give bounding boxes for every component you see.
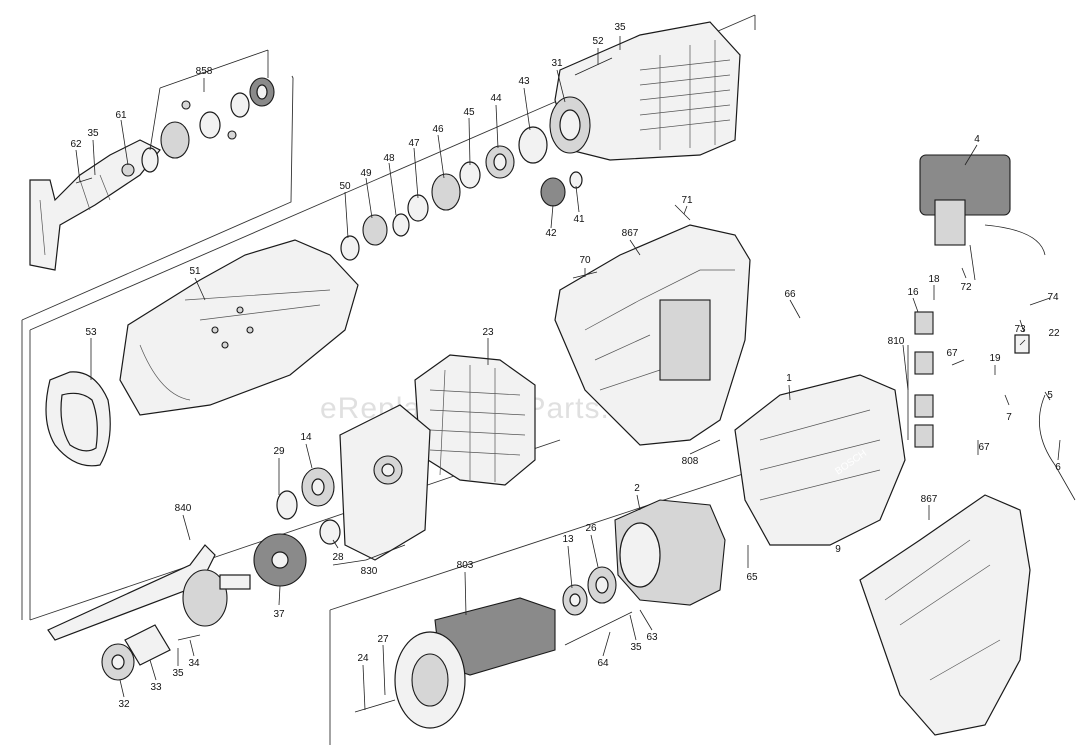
- part-31-gear-housing: [549, 21, 741, 161]
- label-1: 1: [786, 373, 792, 384]
- label-48: 48: [383, 153, 395, 164]
- label-61: 61: [115, 110, 127, 121]
- label-6: 6: [1055, 462, 1061, 473]
- part-803-armature: [354, 597, 556, 729]
- label-24: 24: [357, 653, 369, 664]
- part-867-handle: [859, 494, 1031, 736]
- part-number-labels: 858 61 62 35 52 35 31 43 44 45 46 47 48 …: [70, 22, 1061, 710]
- label-810: 810: [888, 336, 905, 347]
- label-4: 4: [974, 134, 980, 145]
- part-screws: [75, 57, 691, 646]
- label-2: 2: [634, 483, 640, 494]
- label-34: 34: [188, 658, 200, 669]
- label-35: 35: [87, 128, 99, 139]
- group-frames: [21, 14, 756, 745]
- label-44: 44: [490, 93, 502, 104]
- label-72: 72: [960, 282, 972, 293]
- label-867: 867: [921, 494, 938, 505]
- part-858-clamp-set: [141, 77, 275, 173]
- label-35: 35: [614, 22, 626, 33]
- label-858: 858: [196, 66, 213, 77]
- part-37-gear: [253, 533, 307, 587]
- label-32: 32: [118, 699, 130, 710]
- label-67: 67: [946, 348, 958, 359]
- label-29: 29: [273, 446, 285, 457]
- label-67: 67: [978, 442, 990, 453]
- part-brushes: [914, 311, 1076, 501]
- label-37: 37: [273, 609, 285, 620]
- part-23-fan: [414, 354, 536, 486]
- part-830-plate: [339, 404, 431, 561]
- leader-lines: [75, 36, 1061, 711]
- label-70: 70: [579, 255, 591, 266]
- label-66: 66: [784, 289, 796, 300]
- part-867-housing-top: [554, 224, 751, 446]
- label-53: 53: [85, 327, 97, 338]
- label-71: 71: [681, 195, 693, 206]
- label-18: 18: [928, 274, 940, 285]
- label-23: 23: [482, 327, 494, 338]
- label-47: 47: [408, 138, 420, 149]
- label-62: 62: [70, 139, 82, 150]
- label-52: 52: [592, 36, 604, 47]
- label-31: 31: [551, 58, 563, 69]
- label-5: 5: [1047, 390, 1053, 401]
- part-53-seal: [45, 371, 111, 467]
- label-26: 26: [585, 523, 597, 534]
- part-bearings: [101, 467, 617, 681]
- label-42: 42: [545, 228, 557, 239]
- part-1-motor-housing: BOSCH: [734, 374, 906, 546]
- label-64: 64: [597, 658, 609, 669]
- label-840: 840: [175, 503, 192, 514]
- label-63: 63: [646, 632, 658, 643]
- part-2-field: [614, 499, 726, 606]
- label-19: 19: [989, 353, 1001, 364]
- part-61-shoe: [29, 139, 161, 271]
- label-27: 27: [377, 634, 389, 645]
- label-867: 867: [622, 228, 639, 239]
- label-808: 808: [682, 456, 699, 467]
- label-43: 43: [518, 76, 530, 87]
- label-73: 73: [1014, 324, 1026, 335]
- label-41: 41: [573, 214, 585, 225]
- label-33: 33: [150, 682, 162, 693]
- label-9: 9: [835, 544, 841, 555]
- label-35: 35: [172, 668, 184, 679]
- label-74: 74: [1047, 292, 1059, 303]
- part-rings-43-50: [340, 126, 583, 261]
- label-65: 65: [746, 572, 758, 583]
- label-50: 50: [339, 181, 351, 192]
- part-51-boot: [119, 239, 359, 416]
- label-7: 7: [1006, 412, 1012, 423]
- label-35: 35: [630, 642, 642, 653]
- part-840-plunger: [47, 544, 251, 641]
- label-22: 22: [1048, 328, 1060, 339]
- part-4-switch: [919, 154, 1046, 281]
- label-803: 803: [457, 560, 474, 571]
- label-49: 49: [360, 168, 372, 179]
- label-14: 14: [300, 432, 312, 443]
- label-46: 46: [432, 124, 444, 135]
- label-45: 45: [463, 107, 475, 118]
- label-830: 830: [361, 566, 378, 577]
- label-13: 13: [562, 534, 574, 545]
- label-16: 16: [907, 287, 919, 298]
- label-51: 51: [189, 266, 201, 277]
- label-28: 28: [332, 552, 344, 563]
